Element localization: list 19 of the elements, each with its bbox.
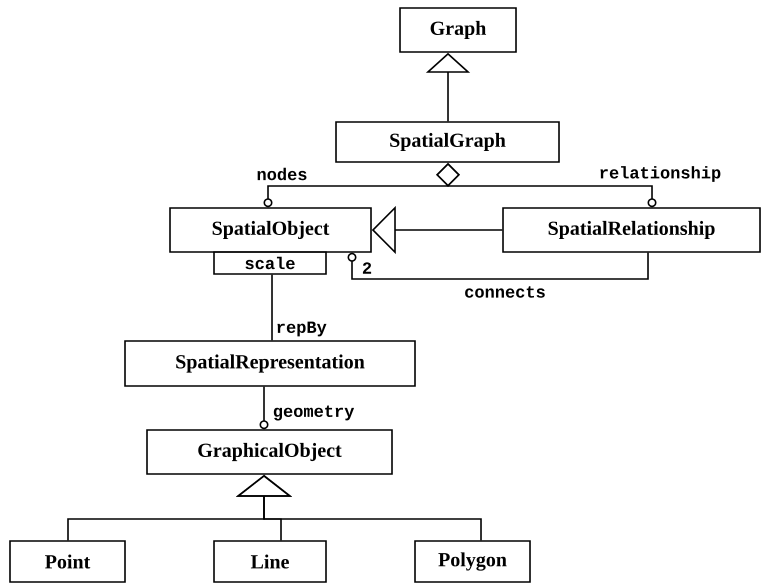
- role-label: connects: [463, 285, 547, 299]
- association-line: [271, 274, 273, 340]
- class-box: Line: [213, 540, 327, 583]
- qualifier-box: scale: [213, 251, 327, 275]
- role-label: geometry: [272, 404, 356, 422]
- class-box: Graph: [399, 7, 517, 53]
- class-box: SpatialGraph: [335, 121, 560, 163]
- association-line: [260, 386, 268, 430]
- role-label: nodes: [256, 166, 308, 182]
- class-box: SpatialRepresentation: [124, 340, 416, 387]
- class-box: SpatialRelationship: [502, 207, 761, 253]
- role-label: relationship: [598, 165, 722, 183]
- class-box: SpatialObject: [169, 207, 372, 253]
- class-box: GraphicalObject: [146, 429, 393, 475]
- class-box: Polygon: [414, 540, 531, 583]
- multiplicity-label: 2: [362, 262, 372, 274]
- association-line: [348, 252, 649, 280]
- role-label: repBy: [274, 320, 328, 338]
- class-box: Point: [9, 540, 126, 583]
